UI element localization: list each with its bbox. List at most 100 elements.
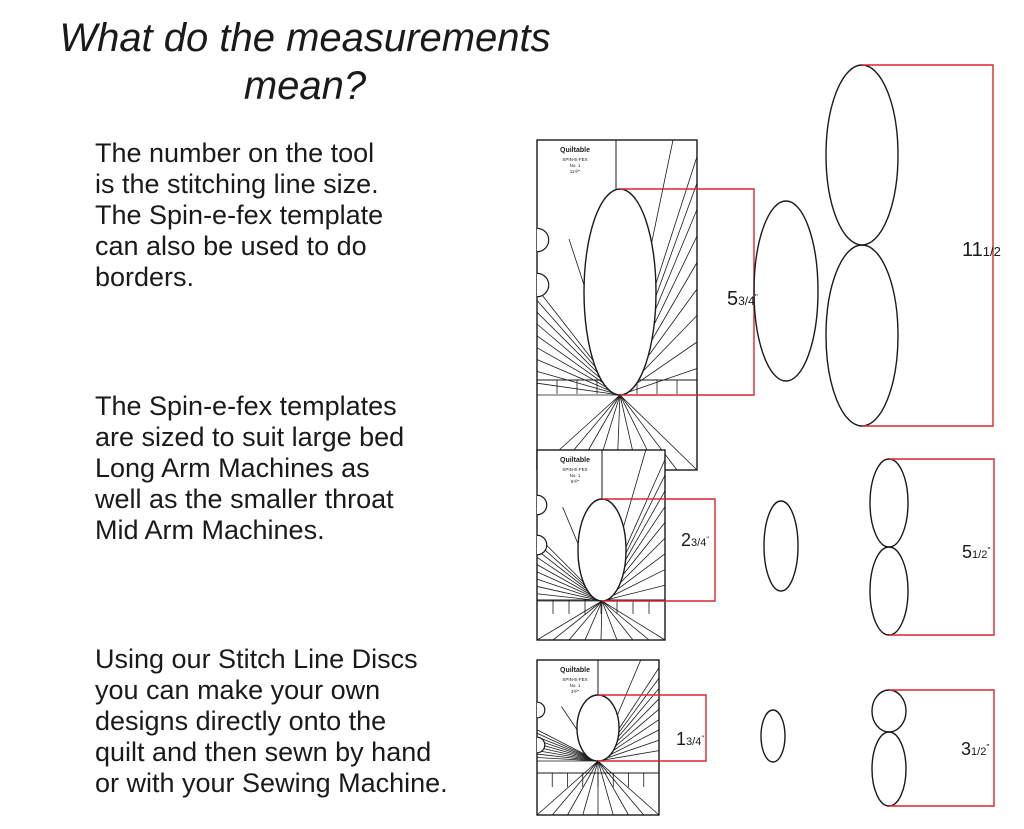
- template-number: No. 1: [570, 163, 581, 168]
- paragraph-line: you can make your own: [95, 675, 381, 705]
- template-leaf-shape: [576, 694, 620, 762]
- radiating-guide-line: [597, 760, 660, 816]
- radiating-guide-line: [536, 586, 603, 602]
- paragraph-machine-sizes: The Spin-e-fex templates are sized to su…: [95, 391, 535, 546]
- border-measurement-label: 51/2": [962, 542, 990, 562]
- measurement-fraction: 3/4: [691, 537, 706, 549]
- border-measurement-bracket: [889, 458, 995, 636]
- border-leaf-top: [871, 689, 907, 733]
- border-leaf-top: [825, 64, 899, 246]
- paragraph-line: Mid Arm Machines.: [95, 515, 325, 545]
- paragraph-line: The Spin-e-fex templates: [95, 391, 397, 421]
- radiating-guide-line: [597, 750, 660, 762]
- paragraph-line: are sized to suit large bed: [95, 422, 405, 452]
- template-name: SPIN-E-FEX: [562, 467, 587, 472]
- radiating-guide-line: [619, 394, 698, 471]
- radiating-guide-line: [568, 600, 603, 641]
- radiating-guide-line: [536, 359, 621, 396]
- radiating-guide-line: [536, 382, 621, 396]
- radiating-guide-line: [597, 760, 629, 816]
- border-measurement-fraction: 1/2: [971, 746, 986, 758]
- radiating-guide-line: [601, 584, 666, 602]
- paragraph-line: well as the smaller throat: [95, 484, 394, 514]
- paragraph-line: quilt and then sewn by hand: [95, 737, 432, 767]
- paragraph-line: is the stitching line size.: [95, 169, 379, 199]
- measurement-unit: ": [755, 292, 758, 302]
- measurement-whole: 1: [676, 729, 686, 749]
- radiating-guide-line: [536, 600, 603, 641]
- radiating-guide-line: [551, 760, 599, 816]
- border-measurement-bracket: [862, 64, 994, 427]
- stitched-leaf-shape: [753, 200, 819, 382]
- measurement-whole: 2: [681, 530, 691, 550]
- template-size: 3¹/²": [571, 689, 580, 694]
- radiating-guide-line: [619, 394, 678, 471]
- template-size: 11¹/²": [570, 169, 581, 174]
- radiating-guide-line: [536, 757, 599, 762]
- radiating-guide-line: [536, 370, 621, 396]
- title-line-2: mean?: [243, 64, 367, 108]
- radiating-guide-line: [600, 600, 603, 641]
- title-line-1: What do the measurements: [59, 16, 551, 60]
- border-measurement-whole: 3: [961, 739, 971, 759]
- radiating-guide-line: [536, 760, 599, 816]
- template-notch: [536, 272, 550, 298]
- paragraph-line: or with your Sewing Machine.: [95, 768, 448, 798]
- measurement-bracket: [602, 498, 716, 602]
- template-notch: [536, 227, 550, 253]
- template-number: No. 1: [570, 473, 581, 478]
- radiating-guide-line: [536, 578, 603, 602]
- paragraph-line: borders.: [95, 262, 195, 292]
- radiating-guide-line: [601, 600, 618, 641]
- template-notch: [536, 534, 548, 556]
- border-measurement-label: 111/2: [962, 239, 1001, 261]
- measurement-unit: ": [701, 734, 704, 743]
- measurement-fraction: 3/4: [738, 294, 755, 308]
- template-leaf-shape: [577, 498, 627, 602]
- border-leaf-bottom: [871, 731, 907, 807]
- border-measurement-fraction: 1/2: [972, 549, 987, 561]
- paragraph-stitching-line: The number on the tool is the stitching …: [95, 138, 535, 293]
- template-leaf-shape: [583, 188, 657, 396]
- border-measurement-whole: 5: [962, 542, 972, 562]
- radiating-guide-line: [536, 753, 599, 762]
- paragraph-stitch-line-discs: Using our Stitch Line Discs you can make…: [95, 644, 535, 799]
- radiating-guide-line: [597, 760, 614, 816]
- template-name: SPIN-E-FEX: [562, 677, 587, 682]
- template-size: 5¹/²": [571, 479, 580, 484]
- template-logo: Quiltable: [560, 147, 590, 154]
- measurement-whole: 5: [727, 288, 738, 310]
- radiating-guide-line: [619, 368, 698, 396]
- stitched-leaf-shape: [760, 709, 786, 763]
- border-measurement-unit: ": [986, 743, 989, 753]
- radiating-guide-line: [582, 760, 599, 816]
- template-logo: Quiltable: [560, 457, 590, 464]
- template-notch: [536, 736, 546, 754]
- radiating-guide-line: [597, 760, 645, 816]
- border-leaf-bottom: [869, 546, 909, 636]
- radiating-guide-line: [552, 600, 603, 641]
- border-leaf-top: [869, 458, 909, 548]
- template-notch: [536, 494, 548, 516]
- paragraph-line: designs directly onto the: [95, 706, 387, 736]
- radiating-guide-line: [536, 743, 599, 762]
- radiating-guide-line: [536, 750, 599, 762]
- radiating-guide-line: [601, 600, 666, 641]
- radiating-guide-line: [601, 600, 650, 641]
- radiating-guide-line: [601, 600, 634, 641]
- paragraph-line: The Spin-e-fex template: [95, 200, 384, 230]
- paragraph-line: The number on the tool: [95, 138, 375, 168]
- page-title: What do the measurements mean?: [0, 14, 610, 110]
- radiating-guide-line: [536, 746, 599, 762]
- template-logo: Quiltable: [560, 667, 590, 674]
- border-measurement-unit: ": [987, 546, 990, 556]
- border-leaf-bottom: [825, 244, 899, 427]
- measurement-fraction: 3/4: [686, 736, 701, 748]
- radiating-guide-line: [584, 600, 603, 641]
- paragraph-line: Using our Stitch Line Discs: [95, 644, 418, 674]
- border-measurement-fraction: 1/2: [983, 244, 1001, 259]
